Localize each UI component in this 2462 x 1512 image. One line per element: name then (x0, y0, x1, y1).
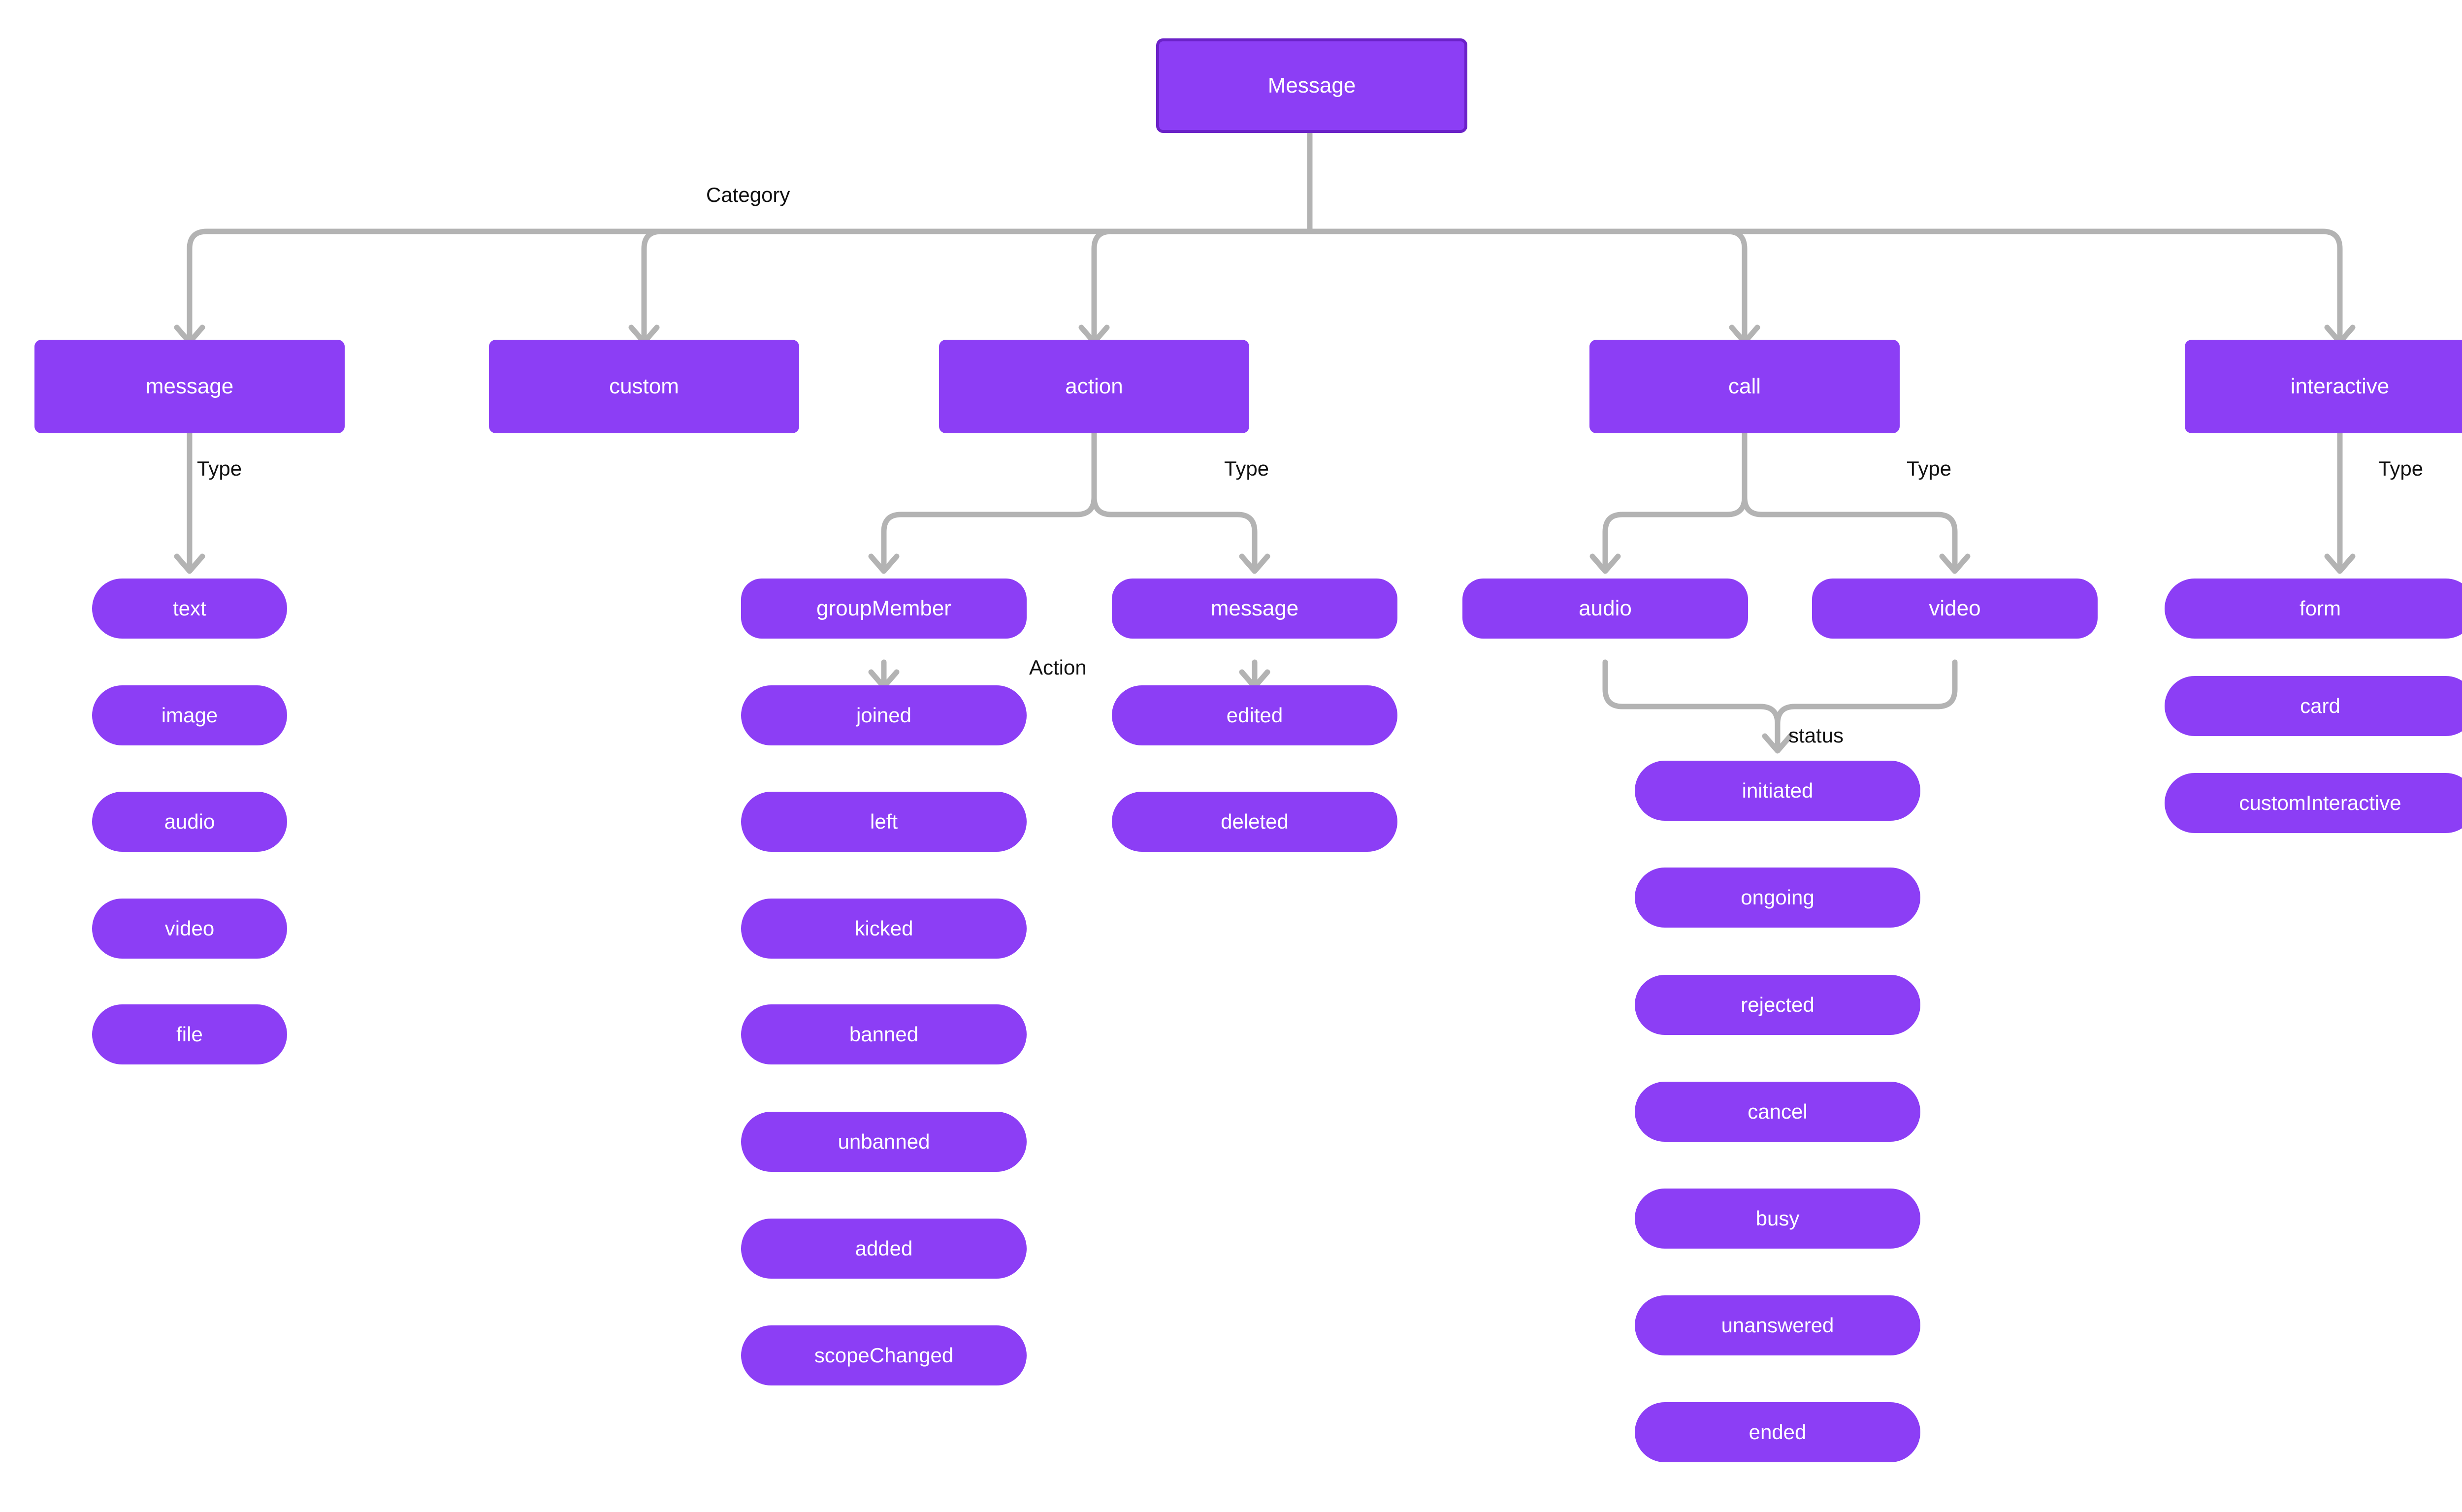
node-message-action-deleted[interactable]: deleted (1112, 792, 1397, 852)
node-groupmember-action-scopechanged[interactable]: scopeChanged (741, 1325, 1027, 1385)
node-label: busy (1755, 1206, 1800, 1230)
edge-label-type-message: Type (197, 457, 242, 480)
node-groupmember-action-joined[interactable]: joined (741, 685, 1027, 745)
node-label: video (1929, 596, 1981, 620)
node-label: file (176, 1022, 203, 1046)
node-interactive-type-form[interactable]: form (2165, 579, 2462, 639)
node-category-call[interactable]: call (1589, 340, 1900, 433)
node-label: joined (856, 703, 912, 727)
node-root-message[interactable]: Message (1156, 38, 1467, 133)
node-groupmember-action-kicked[interactable]: kicked (741, 899, 1027, 959)
node-action-type-message[interactable]: message (1112, 579, 1397, 639)
node-category-action[interactable]: action (939, 340, 1249, 433)
node-label: ongoing (1741, 885, 1814, 909)
node-label: form (2300, 596, 2341, 620)
edge-category-call (1307, 228, 1748, 343)
node-groupmember-action-unbanned[interactable]: unbanned (741, 1112, 1027, 1172)
node-label: ended (1749, 1420, 1807, 1444)
node-call-status-ended[interactable]: ended (1635, 1402, 1920, 1462)
node-label: message (1210, 596, 1299, 620)
edge-category-interactive (1307, 228, 2343, 343)
node-groupmember-action-added[interactable]: added (741, 1219, 1027, 1279)
node-label: banned (849, 1022, 919, 1046)
node-call-status-busy[interactable]: busy (1635, 1189, 1920, 1249)
node-label: left (870, 809, 898, 833)
node-label: card (2300, 694, 2340, 717)
node-label: edited (1226, 703, 1283, 727)
node-call-type-audio[interactable]: audio (1462, 579, 1748, 639)
edge-label-category: Category (706, 183, 790, 206)
node-label: custom (609, 374, 679, 398)
node-label: call (1728, 374, 1761, 398)
node-groupmember-action-left[interactable]: left (741, 792, 1027, 852)
node-category-interactive[interactable]: interactive (2185, 340, 2462, 433)
node-message-type-video[interactable]: video (92, 899, 287, 959)
edge-category-action (1091, 228, 1313, 343)
node-label: audio (1579, 596, 1632, 620)
node-interactive-type-card[interactable]: card (2165, 676, 2462, 736)
node-label: image (161, 703, 218, 727)
node-category-message[interactable]: message (34, 340, 345, 433)
node-label: Message (1267, 73, 1356, 97)
node-message-type-file[interactable]: file (92, 1004, 287, 1064)
node-label: unbanned (838, 1129, 930, 1153)
edge-video-status (1775, 659, 1958, 751)
node-interactive-type-custominteractive[interactable]: customInteractive (2165, 773, 2462, 833)
node-label: rejected (1741, 993, 1814, 1016)
edge-call-video (1742, 430, 1958, 572)
node-message-type-audio[interactable]: audio (92, 792, 287, 852)
node-call-status-rejected[interactable]: rejected (1635, 975, 1920, 1035)
edge-label-type-call: Type (1907, 457, 1952, 480)
edge-audio-status (1602, 659, 1781, 751)
node-call-status-unanswered[interactable]: unanswered (1635, 1295, 1920, 1355)
node-message-type-image[interactable]: image (92, 685, 287, 745)
node-action-type-groupmember[interactable]: groupMember (741, 579, 1027, 639)
node-label: text (173, 596, 206, 620)
node-call-status-ongoing[interactable]: ongoing (1635, 868, 1920, 928)
edge-category-custom (641, 228, 1313, 343)
node-label: video (164, 916, 215, 940)
node-label: kicked (854, 916, 913, 940)
node-label: message (145, 374, 234, 398)
node-call-status-cancel[interactable]: cancel (1635, 1082, 1920, 1142)
edge-label-status: status (1788, 724, 1844, 747)
node-label: cancel (1748, 1099, 1808, 1123)
node-label: audio (164, 809, 215, 833)
node-message-type-text[interactable]: text (92, 579, 287, 639)
node-call-type-video[interactable]: video (1812, 579, 2098, 639)
edge-label-type-interactive: Type (2378, 457, 2424, 480)
edge-label-type-action: Type (1224, 457, 1269, 480)
node-label: groupMember (816, 596, 951, 620)
edge-category-message (187, 228, 1313, 343)
node-label: unanswered (1721, 1313, 1834, 1337)
edge-action-message (1091, 430, 1258, 572)
node-message-action-edited[interactable]: edited (1112, 685, 1397, 745)
edge-label-action: Action (1029, 656, 1087, 679)
node-label: deleted (1221, 809, 1289, 833)
node-category-custom[interactable]: custom (489, 340, 799, 433)
node-groupmember-action-banned[interactable]: banned (741, 1004, 1027, 1064)
edge-action-groupmember (881, 430, 1097, 572)
node-label: scopeChanged (814, 1343, 954, 1367)
node-label: added (855, 1236, 913, 1260)
node-label: customInteractive (2239, 791, 2401, 814)
edge-call-audio (1602, 430, 1748, 572)
node-label: interactive (2290, 374, 2390, 398)
node-label: action (1065, 374, 1123, 398)
node-label: initiated (1742, 778, 1814, 802)
node-call-status-initiated[interactable]: initiated (1635, 761, 1920, 821)
